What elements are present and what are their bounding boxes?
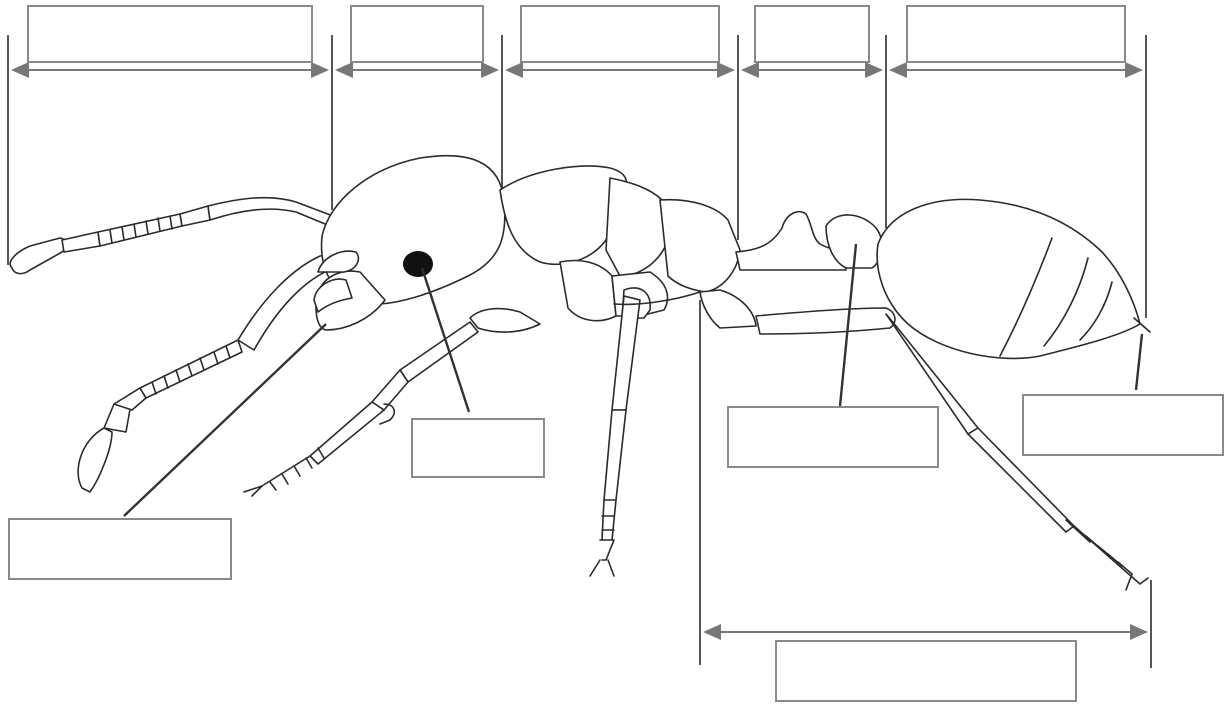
- label-box-petiole-node[interactable]: [727, 406, 939, 468]
- sting-leader-line: [1136, 334, 1142, 390]
- ant-eye: [403, 251, 433, 277]
- antenna-lower: [78, 254, 340, 492]
- label-box-top-1[interactable]: [27, 5, 313, 63]
- antenna-upper: [10, 198, 333, 274]
- label-box-eye[interactable]: [411, 418, 545, 478]
- label-box-top-3[interactable]: [520, 5, 720, 63]
- label-box-top-4[interactable]: [754, 5, 870, 63]
- bottom-guide-lines: [700, 300, 1151, 668]
- ant-gaster: [877, 199, 1140, 358]
- label-box-bottom-span[interactable]: [775, 640, 1077, 702]
- label-box-top-2[interactable]: [350, 5, 484, 63]
- label-box-top-5[interactable]: [906, 5, 1126, 63]
- label-box-sting[interactable]: [1022, 394, 1224, 456]
- label-box-mandible[interactable]: [8, 518, 232, 580]
